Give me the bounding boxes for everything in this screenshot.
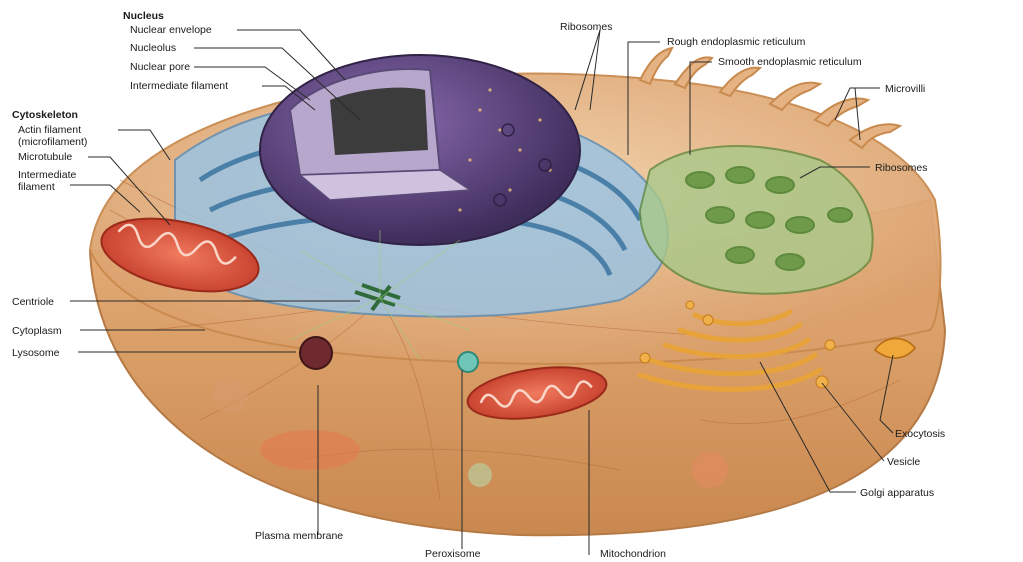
label-ribosomes-right: Ribosomes <box>875 162 928 174</box>
label-actin-filament: Actin filament <box>18 124 81 136</box>
label-mitochondrion: Mitochondrion <box>600 548 666 560</box>
label-nucleus-header: Nucleus <box>123 10 164 22</box>
label-microvilli: Microvilli <box>885 83 925 95</box>
label-golgi-apparatus: Golgi apparatus <box>860 487 934 499</box>
label-cytoskeleton-header: Cytoskeleton <box>12 109 78 121</box>
label-intermediate-filament-cyto-2: filament <box>18 181 55 193</box>
label-nuclear-pore: Nuclear pore <box>130 61 190 73</box>
label-intermediate-filament-cyto: Intermediate <box>18 169 77 181</box>
label-exocytosis: Exocytosis <box>895 428 945 440</box>
label-peroxisome: Peroxisome <box>425 548 481 560</box>
peroxisome-shape <box>458 352 478 372</box>
label-vesicle: Vesicle <box>887 456 920 468</box>
label-ribosomes-top: Ribosomes <box>560 21 613 33</box>
label-intermediate-filament-nucleus: Intermediate filament <box>130 80 228 92</box>
label-nucleolus: Nucleolus <box>130 42 176 54</box>
label-lysosome: Lysosome <box>12 347 60 359</box>
label-rough-er: Rough endoplasmic reticulum <box>667 36 806 48</box>
label-centriole: Centriole <box>12 296 54 308</box>
label-microtubule: Microtubule <box>18 151 72 163</box>
label-actin-microfilament: (microfilament) <box>18 136 87 148</box>
label-nuclear-envelope: Nuclear envelope <box>130 24 212 36</box>
lysosome-shape <box>300 337 332 369</box>
nucleus-shape <box>260 55 580 245</box>
label-smooth-er: Smooth endoplasmic reticulum <box>718 56 862 68</box>
label-cytoplasm: Cytoplasm <box>12 325 62 337</box>
label-plasma-membrane: Plasma membrane <box>255 530 343 542</box>
